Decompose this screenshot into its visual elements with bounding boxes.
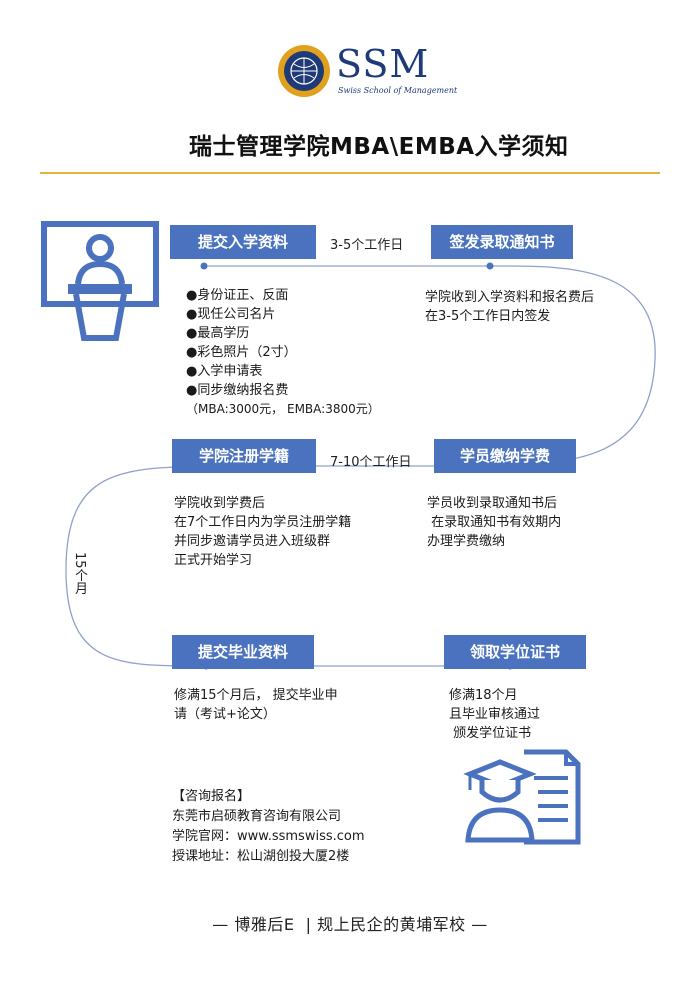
footer-slogan: — 博雅后E | 规上民企的黄埔军校 — xyxy=(212,915,488,934)
duration-label: 7-10个工作日 xyxy=(330,455,412,470)
contact-website: 学院官网：www.ssmswiss.com xyxy=(172,829,365,844)
graduate-certificate-icon xyxy=(462,748,582,846)
list-item: ●彩色照片（2寸） xyxy=(186,345,297,360)
logo-text: SSM xyxy=(336,42,430,86)
step-submit-graduation: 提交毕业资料 xyxy=(172,635,314,669)
documents-list: ●身份证正、反面 ●现任公司名片 ●最高学历 ●彩色照片（2寸） ●入学申请表 … xyxy=(186,286,380,419)
title-divider xyxy=(40,172,660,174)
contact-address: 授课地址：松山湖创投大厦2楼 xyxy=(172,849,350,864)
step-receive-degree: 领取学位证书 xyxy=(444,635,586,669)
page-title: 瑞士管理学院MBA\EMBA入学须知 xyxy=(189,134,569,160)
step-issue-notice: 签发录取通知书 xyxy=(431,225,573,259)
submit-graduation-description: 修满15个月后， 提交毕业申 请（考试+论文） xyxy=(174,688,338,722)
logo-subtitle: Swiss School of Management xyxy=(338,86,458,95)
duration-label: 3-5个工作日 xyxy=(330,238,404,253)
step-register-enrollment: 学院注册学籍 xyxy=(172,439,316,473)
contact-block: 【咨询报名】 东莞市启硕教育咨询有限公司 学院官网：www.ssmswiss.c… xyxy=(172,787,365,867)
list-item: ●身份证正、反面 xyxy=(186,288,289,303)
list-item: ●现任公司名片 xyxy=(186,307,276,322)
speaker-podium-icon xyxy=(40,220,160,342)
step-submit-documents: 提交入学资料 xyxy=(170,225,316,259)
issue-notice-description: 学院收到入学资料和报名费后 在3-5个工作日内签发 xyxy=(425,290,595,324)
contact-heading: 【咨询报名】 xyxy=(172,789,251,804)
list-item: ●最高学历 xyxy=(186,326,250,341)
contact-company: 东莞市启硕教育咨询有限公司 xyxy=(172,809,342,824)
pay-tuition-description: 学员收到录取通知书后 在录取通知书有效期内 办理学费缴纳 xyxy=(427,496,562,549)
receive-degree-description: 修满18个月 且毕业审核通过 颁发学位证书 xyxy=(449,688,541,741)
step-pay-tuition: 学员缴纳学费 xyxy=(434,439,576,473)
register-description: 学院收到学费后 在7个工作日内为学员注册学籍 并同步邀请学员进入班级群 正式开始… xyxy=(174,496,352,568)
fee-note: （MBA:3000元， EMBA:3800元） xyxy=(186,402,380,416)
logo-emblem xyxy=(277,44,331,98)
duration-label-vertical: 15个月 xyxy=(72,552,87,595)
list-item: ●入学申请表 xyxy=(186,364,263,379)
list-item: ●同步缴纳报名费 xyxy=(186,383,289,398)
